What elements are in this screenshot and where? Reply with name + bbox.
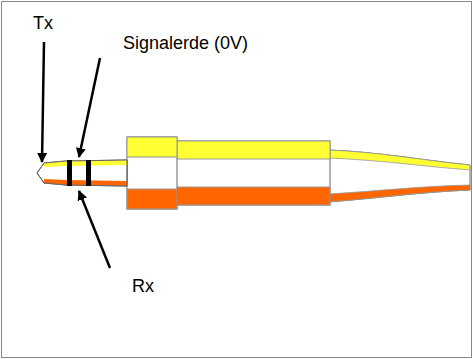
insulator-ring xyxy=(86,160,91,186)
leader-arrow xyxy=(42,42,44,162)
body-orange xyxy=(176,187,330,205)
collar xyxy=(127,137,177,209)
body xyxy=(176,141,330,205)
cable-orange xyxy=(328,185,470,202)
signal-label: Signalerde (0V) xyxy=(123,34,248,52)
collar-yellow xyxy=(127,137,177,157)
leader-arrow xyxy=(79,58,100,157)
insulator-ring xyxy=(67,160,72,186)
collar-orange xyxy=(127,189,177,209)
shaft xyxy=(37,160,127,186)
signal-label: Tx xyxy=(33,14,53,32)
signal-label: Rx xyxy=(132,277,154,295)
leader-arrow xyxy=(79,191,110,268)
shaft-outline xyxy=(37,160,127,186)
body-yellow xyxy=(176,141,330,159)
cable xyxy=(328,150,470,202)
cable-yellow xyxy=(328,150,470,170)
